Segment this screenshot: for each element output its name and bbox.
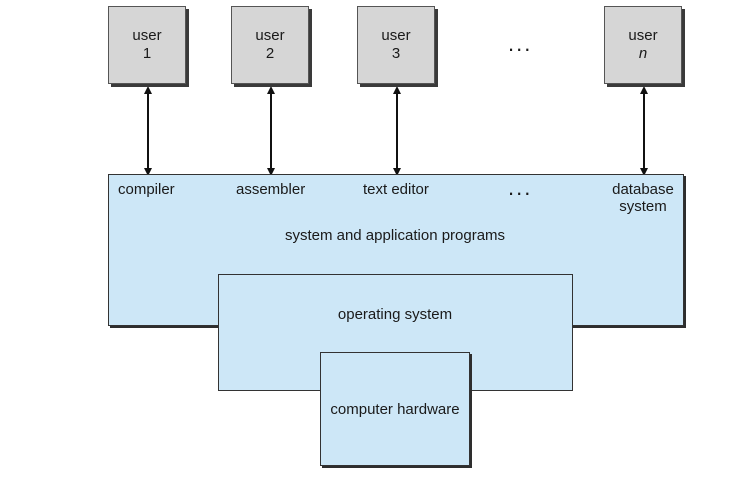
program-assembler: assembler <box>236 181 306 198</box>
user-number: n <box>638 45 648 62</box>
program-database-system: database system <box>612 181 674 215</box>
hardware-layer <box>320 352 470 466</box>
users-ellipsis: ... <box>508 31 533 56</box>
program-compiler: compiler <box>118 181 175 198</box>
user-box-3: user 3 <box>357 6 435 84</box>
applications-layer-label: system and application programs <box>284 227 506 244</box>
user-box-1: user 1 <box>108 6 186 84</box>
program-text-editor: text editor <box>363 181 429 198</box>
os-layer-label: operating system <box>337 306 453 323</box>
user-number: 3 <box>391 45 401 62</box>
programs-ellipsis: ... <box>508 175 533 200</box>
user-box-n: user n <box>604 6 682 84</box>
user-word: user <box>132 27 162 44</box>
user-number: 1 <box>142 45 152 62</box>
user-word: user <box>255 27 285 44</box>
hardware-layer-label: computer hardware <box>330 401 460 418</box>
user-word: user <box>628 27 658 44</box>
user-number: 2 <box>265 45 275 62</box>
user-box-2: user 2 <box>231 6 309 84</box>
user-word: user <box>381 27 411 44</box>
